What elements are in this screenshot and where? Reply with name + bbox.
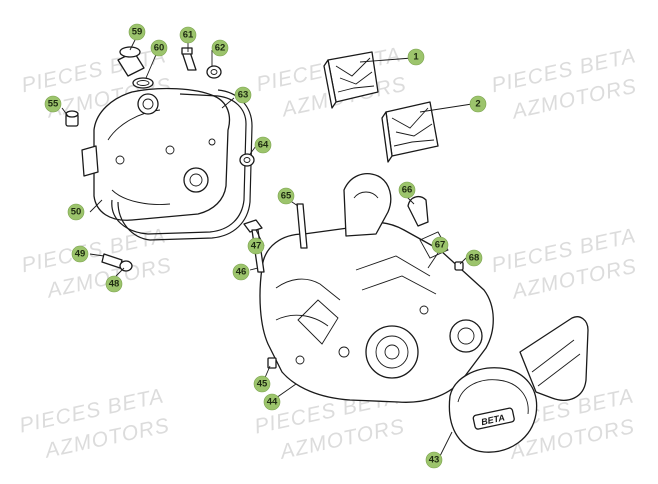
callout-label: 49 <box>75 249 86 260</box>
callout-badge <box>150 39 168 57</box>
callout-badge <box>254 136 272 154</box>
washer-48 <box>119 260 133 272</box>
callout-label: 44 <box>267 397 278 408</box>
callout-label: 55 <box>48 99 59 110</box>
callout-48[interactable]: 48 <box>105 275 123 293</box>
callout-badge <box>465 249 483 267</box>
callout-2[interactable]: 2 <box>469 95 487 113</box>
callout-label: 67 <box>435 240 446 251</box>
callout-44[interactable]: 44 <box>263 393 281 411</box>
callout-label: 68 <box>469 253 480 264</box>
callout-label: 65 <box>281 191 292 202</box>
callout-62[interactable]: 62 <box>211 39 229 57</box>
callout-59[interactable]: 59 <box>128 23 146 41</box>
reed-valve-lower <box>381 101 439 163</box>
callout-badge <box>179 26 197 44</box>
callout-60[interactable]: 60 <box>150 39 168 57</box>
callout-label: 59 <box>132 27 143 38</box>
callout-45[interactable]: 45 <box>253 375 271 393</box>
callout-badge <box>253 375 271 393</box>
callout-label: 61 <box>183 30 194 41</box>
fitting-66 <box>407 195 429 227</box>
plug-68 <box>454 261 464 271</box>
callout-badge <box>407 48 425 66</box>
reed-valve-upper <box>323 51 379 109</box>
callout-64[interactable]: 64 <box>254 136 272 154</box>
callout-label: 47 <box>251 241 262 252</box>
plug-55 <box>65 110 79 127</box>
clutch-cover <box>81 87 231 221</box>
callout-label: 43 <box>429 455 440 466</box>
callout-43[interactable]: 43 <box>425 451 443 469</box>
callout-badge <box>425 451 443 469</box>
callout-badge <box>277 187 295 205</box>
crankcase <box>259 173 494 403</box>
callout-badge <box>128 23 146 41</box>
callout-55[interactable]: 55 <box>44 95 62 113</box>
callout-label: 46 <box>236 267 247 278</box>
beta-logo-text: BETA <box>480 412 505 427</box>
callout-label: 63 <box>238 90 249 101</box>
callout-label: 60 <box>154 43 165 54</box>
callout-47[interactable]: 47 <box>247 237 265 255</box>
side-guard <box>519 316 589 401</box>
stud-65 <box>296 203 308 249</box>
callout-badge <box>232 263 250 281</box>
callout-label: 1 <box>413 52 419 63</box>
callout-label: 2 <box>475 99 480 110</box>
callout-46[interactable]: 46 <box>232 263 250 281</box>
callout-label: 45 <box>257 379 268 390</box>
callout-49[interactable]: 49 <box>71 245 89 263</box>
callout-label: 66 <box>402 185 413 196</box>
callout-66[interactable]: 66 <box>398 181 416 199</box>
bolt-61 <box>181 47 197 71</box>
callout-badge <box>263 393 281 411</box>
callout-badge <box>105 275 123 293</box>
callout-label: 50 <box>71 207 82 218</box>
callout-label: 64 <box>258 140 269 151</box>
callout-65[interactable]: 65 <box>277 187 295 205</box>
callout-badge <box>431 236 449 254</box>
callout-label: 48 <box>109 279 120 290</box>
callout-61[interactable]: 61 <box>179 26 197 44</box>
callout-50[interactable]: 50 <box>67 203 85 221</box>
pin-45 <box>267 357 277 369</box>
callout-68[interactable]: 68 <box>465 249 483 267</box>
callout-badge <box>44 95 62 113</box>
callout-badge <box>398 181 416 199</box>
washer-62 <box>206 65 222 79</box>
o-ring <box>132 77 154 89</box>
callout-badge <box>247 237 265 255</box>
callout-1[interactable]: 1 <box>407 48 425 66</box>
callout-badge <box>67 203 85 221</box>
ignition-cover: BETA <box>448 367 538 453</box>
callout-badge <box>234 86 252 104</box>
callout-label: 62 <box>215 43 226 54</box>
callout-63[interactable]: 63 <box>234 86 252 104</box>
callout-badge <box>71 245 89 263</box>
callout-badge <box>469 95 487 113</box>
callout-badge <box>211 39 229 57</box>
callout-67[interactable]: 67 <box>431 236 449 254</box>
oil-filler-cap <box>117 46 145 77</box>
bushing-64 <box>239 153 255 167</box>
